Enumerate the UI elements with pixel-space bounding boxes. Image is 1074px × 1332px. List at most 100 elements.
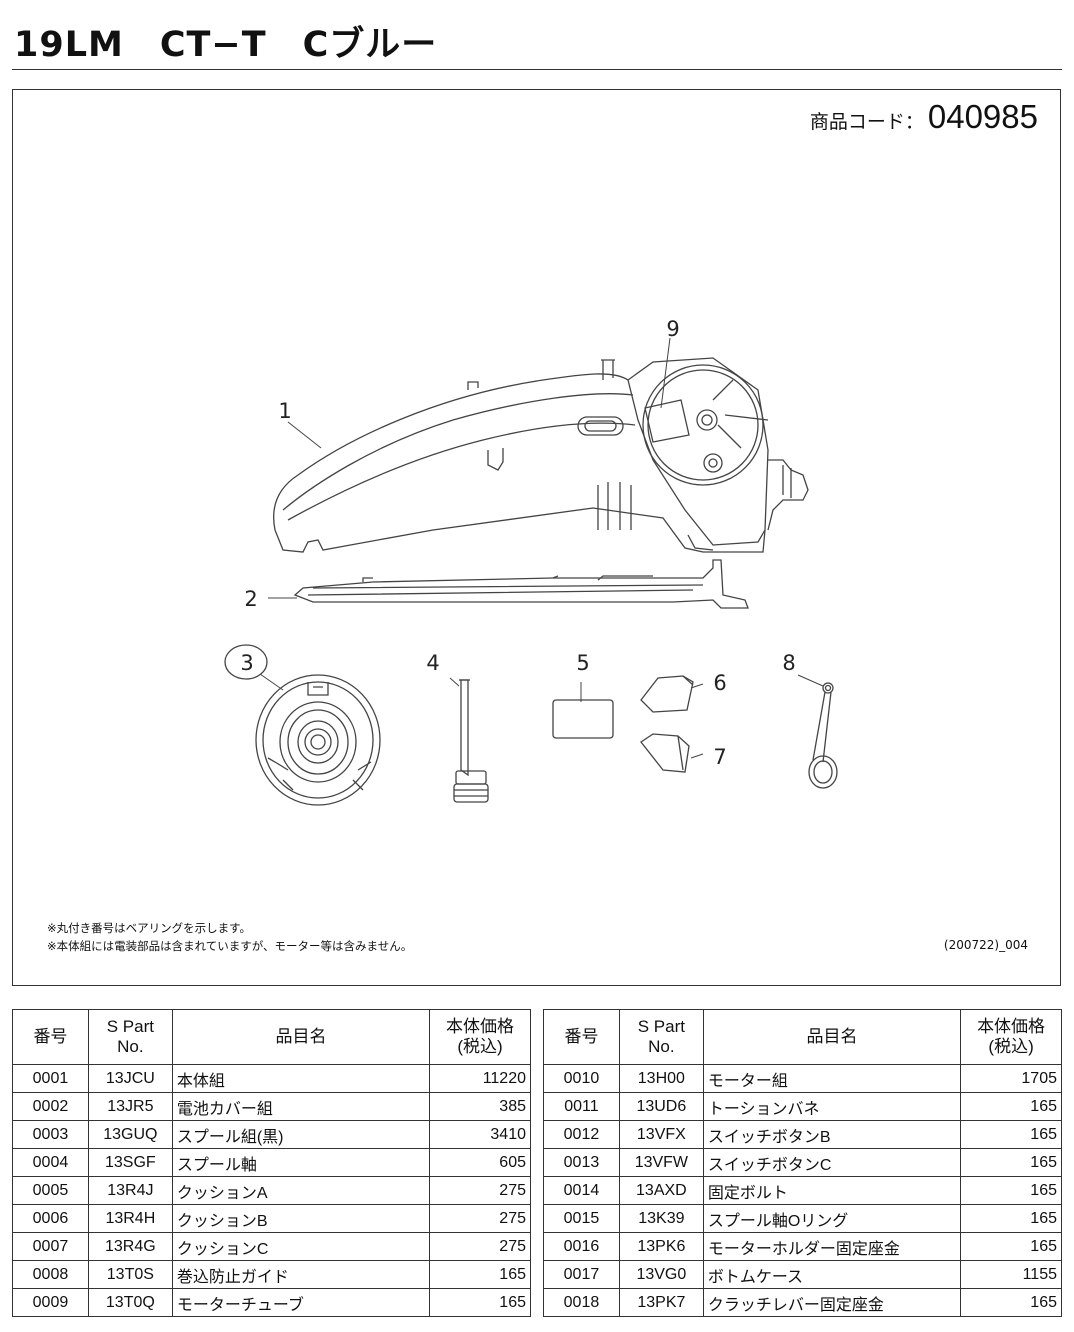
cell-name: スイッチボタンB (702, 1120, 962, 1149)
cell-part-no: 13UD6 (618, 1092, 704, 1121)
part-6-cushion-b-drawing (640, 675, 694, 713)
cell-price: 165 (960, 1176, 1062, 1205)
header-price-line1: 本体価格 (977, 1017, 1046, 1036)
header-name: 品目名 (171, 1009, 431, 1065)
cell-number: 0009 (12, 1288, 89, 1317)
cell-number: 0016 (543, 1232, 620, 1261)
header-number: 番号 (12, 1009, 89, 1065)
cell-part-no: 13T0Q (87, 1288, 173, 1317)
cell-price: 165 (960, 1204, 1062, 1233)
cell-part-no: 13R4G (87, 1232, 173, 1261)
cell-name: クッションA (171, 1176, 431, 1205)
cell-name: クラッチレバー固定座金 (702, 1288, 962, 1317)
cell-part-no: 13GUQ (87, 1120, 173, 1149)
cell-number: 0004 (12, 1148, 89, 1177)
cell-price: 275 (429, 1232, 531, 1261)
part-1-body-drawing (272, 357, 809, 553)
revision-code: (200722)_004 (943, 938, 1028, 952)
cell-number: 0014 (543, 1176, 620, 1205)
cell-part-no: 13H00 (618, 1064, 704, 1093)
cell-name: 固定ボルト (702, 1176, 962, 1205)
cell-name: スプール組(黒) (171, 1120, 431, 1149)
cell-price: 165 (960, 1232, 1062, 1261)
cell-price: 1155 (960, 1260, 1062, 1289)
cell-name: クッションC (171, 1232, 431, 1261)
cell-part-no: 13PK7 (618, 1288, 704, 1317)
header-part-no-line1: S Part (637, 1017, 685, 1036)
note-body-assembly: ※本体組には電装部品は含まれていますが、モーター等は含みません。 (47, 939, 413, 953)
cell-name: 巻込防止ガイド (171, 1260, 431, 1289)
cell-number: 0015 (543, 1204, 620, 1233)
part-2-battery-cover-drawing (293, 559, 749, 609)
header-part-no-line2: No. (117, 1037, 144, 1056)
cell-name: ボトムケース (702, 1260, 962, 1289)
cell-part-no: 13JCU (87, 1064, 173, 1093)
callout-7: 7 (713, 745, 726, 769)
header-name: 品目名 (702, 1009, 962, 1065)
cell-part-no: 13AXD (618, 1176, 704, 1205)
cell-part-no: 13R4J (87, 1176, 173, 1205)
cell-part-no: 13VFW (618, 1148, 704, 1177)
cell-part-no: 13SGF (87, 1148, 173, 1177)
part-3-spool-drawing (255, 674, 381, 806)
product-code: 商品コード： 040985 (810, 98, 1038, 136)
cell-number: 0018 (543, 1288, 620, 1317)
header-price-line2: (税込) (988, 1037, 1034, 1056)
cell-number: 0013 (543, 1148, 620, 1177)
part-7-cushion-c-drawing (640, 733, 690, 773)
callout-2: 2 (244, 587, 257, 611)
cell-part-no: 13R4H (87, 1204, 173, 1233)
note-bearing: ※丸付き番号はベアリングを示します。 (47, 921, 251, 935)
cell-part-no: 13PK6 (618, 1232, 704, 1261)
cell-price: 165 (960, 1092, 1062, 1121)
callout-9: 9 (666, 317, 679, 341)
cell-price: 165 (429, 1288, 531, 1317)
cell-name: モーター組 (702, 1064, 962, 1093)
cell-number: 0017 (543, 1260, 620, 1289)
cell-number: 0012 (543, 1120, 620, 1149)
bearing-marker-circle (224, 644, 268, 680)
header-price-line1: 本体価格 (446, 1017, 515, 1036)
cell-number: 0006 (12, 1204, 89, 1233)
cell-name: 電池カバー組 (171, 1092, 431, 1121)
part-4-spool-shaft-drawing (453, 679, 489, 803)
cell-name: クッションB (171, 1204, 431, 1233)
cell-price: 11220 (429, 1064, 531, 1093)
cell-part-no: 13VG0 (618, 1260, 704, 1289)
header-price: 本体価格(税込) (429, 1009, 531, 1065)
cell-name: スプール軸 (171, 1148, 431, 1177)
cell-price: 275 (429, 1176, 531, 1205)
cell-price: 165 (429, 1260, 531, 1289)
cell-price: 165 (960, 1120, 1062, 1149)
header-price: 本体価格(税込) (960, 1009, 1062, 1065)
product-code-label: 商品コード： (809, 111, 924, 133)
callout-4: 4 (426, 651, 439, 675)
cell-part-no: 13T0S (87, 1260, 173, 1289)
callout-5: 5 (576, 651, 589, 675)
page-title: 19LM CT−T Cブルー (14, 25, 438, 65)
cell-name: モーターホルダー固定座金 (702, 1232, 962, 1261)
cell-part-no: 13VFX (618, 1120, 704, 1149)
part-5-cushion-a-drawing (552, 699, 614, 739)
header-price-line2: (税込) (457, 1037, 503, 1056)
cell-price: 385 (429, 1092, 531, 1121)
cell-price: 275 (429, 1204, 531, 1233)
product-code-value: 040985 (927, 98, 1038, 135)
cell-name: モーターチューブ (171, 1288, 431, 1317)
parts-diagram-panel: 商品コード： 040985 (12, 89, 1061, 986)
